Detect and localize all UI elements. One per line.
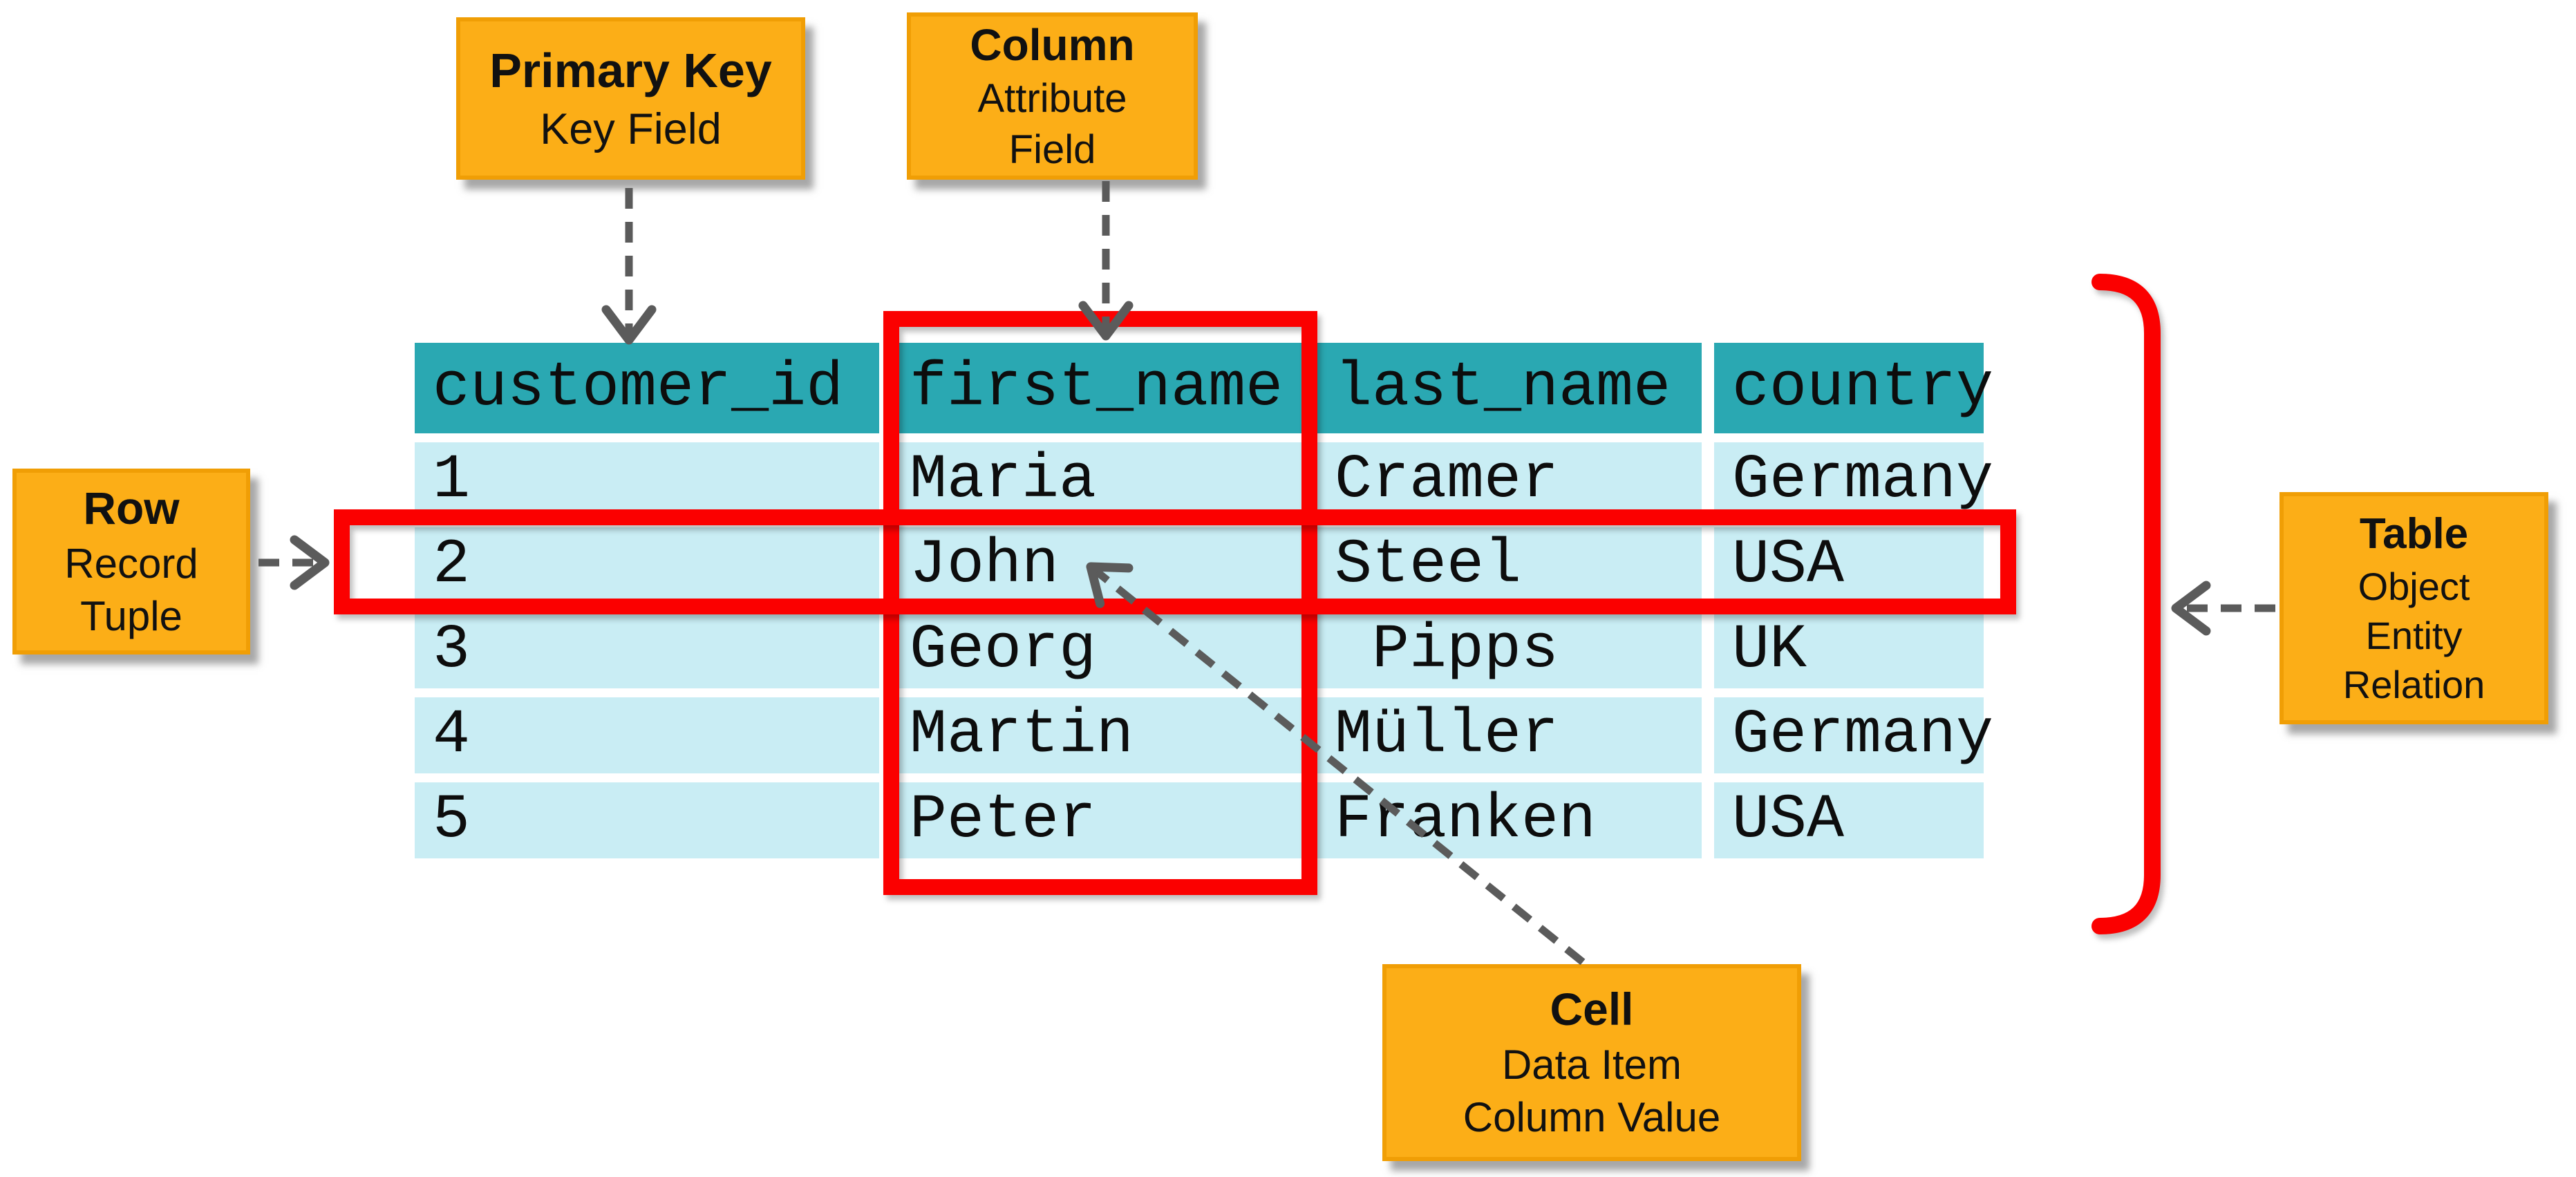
cell-r5-first_name: Peter (892, 782, 1304, 858)
header-cell-country: country (1714, 343, 1993, 433)
cell-r3-customer_id: 3 (415, 612, 879, 688)
header-cell-first_name: first_name (892, 343, 1304, 433)
callout-cell-title: Cell (1550, 983, 1634, 1035)
cell-r5-country: USA (1714, 782, 1984, 858)
callout-column: Column Attribute Field (907, 12, 1198, 180)
callout-row: Row Record Tuple (12, 469, 250, 655)
cell-r4-last_name: Müller (1317, 697, 1702, 773)
callout-table-line: Relation (2342, 662, 2485, 706)
callout-primary-key: Primary Key Key Field (456, 17, 805, 180)
callout-table: Table Object Entity Relation (2279, 492, 2548, 724)
callout-column-line: Attribute (977, 75, 1127, 121)
callout-primary-key-title: Primary Key (489, 44, 772, 98)
cell-r4-first_name: Martin (892, 697, 1304, 773)
callout-cell: Cell Data Item Column Value (1382, 964, 1801, 1161)
cell-r2-country: USA (1714, 527, 1984, 603)
callout-row-line: Record (64, 540, 198, 587)
header-cell-customer_id: customer_id (415, 343, 879, 433)
callout-table-line: Entity (2365, 613, 2463, 657)
cell-r1-last_name: Cramer (1317, 442, 1702, 518)
cell-r3-last_name: Pipps (1317, 612, 1702, 688)
cell-r2-customer_id: 2 (415, 527, 879, 603)
cell-r5-customer_id: 5 (415, 782, 879, 858)
callout-cell-line: Column Value (1463, 1094, 1721, 1141)
cell-r5-last_name: Franken (1317, 782, 1702, 858)
callout-column-line: Field (1008, 126, 1096, 172)
cell-r3-first_name: Georg (892, 612, 1304, 688)
cell-r3-country: UK (1714, 612, 1984, 688)
cell-r4-country: Germany (1714, 697, 1993, 773)
cell-r1-country: Germany (1714, 442, 1993, 518)
cell-r1-customer_id: 1 (415, 442, 879, 518)
cell-r1-first_name: Maria (892, 442, 1304, 518)
callout-table-line: Object (2358, 564, 2470, 608)
callout-cell-line: Data Item (1501, 1042, 1682, 1089)
cell-r2-first_name: John (892, 527, 1304, 603)
callout-column-title: Column (970, 19, 1135, 70)
cell-r2-last_name: Steel (1317, 527, 1702, 603)
table-bracket (2091, 274, 2161, 934)
callout-row-title: Row (83, 482, 180, 534)
callout-row-line: Tuple (80, 593, 182, 640)
callout-table-title: Table (2359, 509, 2469, 558)
callout-primary-key-line: Key Field (540, 104, 722, 153)
header-cell-last_name: last_name (1317, 343, 1702, 433)
cell-r4-customer_id: 4 (415, 697, 879, 773)
